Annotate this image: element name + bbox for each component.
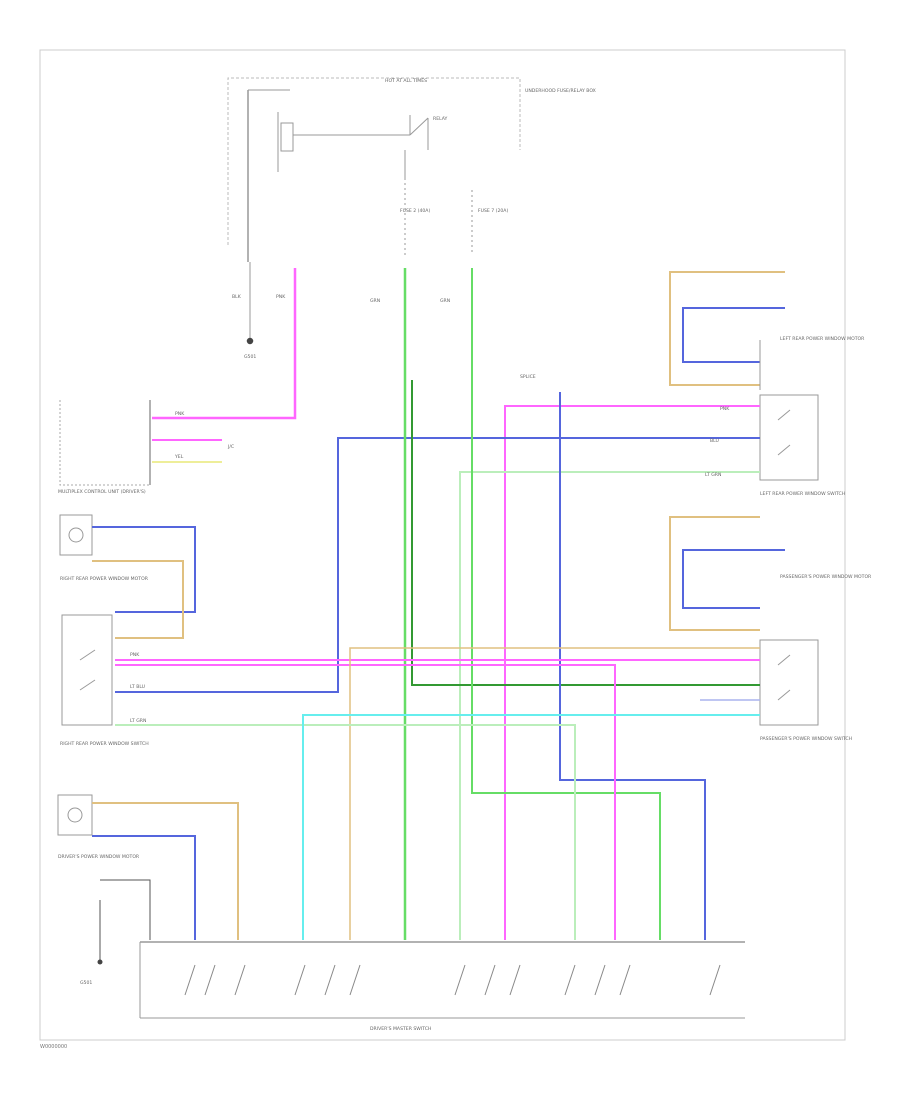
wire-green-fuse-b: [471, 268, 661, 940]
wire-label-pink-lr: PNK: [720, 406, 730, 412]
relay-box-labels: HOT AT ALL TIMES UNDERHOOD FUSE/RELAY BO…: [385, 78, 596, 214]
master-switch-label: DRIVER'S MASTER SWITCH: [370, 1026, 431, 1032]
wire-label-blue-lr: BLU: [710, 438, 719, 444]
wire-tan-driver: [92, 802, 239, 940]
relay-label: RELAY: [433, 116, 448, 122]
wire-black-master: [100, 879, 151, 940]
right-rear-motor: [59, 514, 93, 556]
wire-label-pink-rr: PNK: [130, 652, 140, 658]
wire-blue-main: [115, 437, 760, 693]
wire-label-yellow: YEL: [174, 454, 184, 460]
footer-code: W0000000: [40, 1044, 68, 1050]
passenger-switch-label: PASSENGER'S POWER WINDOW SWITCH: [760, 736, 852, 742]
multiplex-unit-box: [59, 400, 151, 486]
right-rear-motor-label: RIGHT REAR POWER WINDOW MOTOR: [60, 576, 149, 582]
wire-lightgreen-lr: [459, 471, 760, 940]
relay-box-section: [227, 77, 521, 262]
wire-label-grn-b: GRN: [440, 298, 450, 304]
left-rear-motor: [669, 271, 785, 390]
master-switch: [139, 941, 745, 1019]
fuse-a-label: FUSE 2 (40A): [400, 208, 430, 214]
wire-label-grn-a: GRN: [370, 298, 380, 304]
wire-pink-rr2: [115, 664, 616, 940]
diagram-frame: [39, 49, 846, 1041]
left-rear-switch: [759, 394, 819, 481]
wire-cyan: [302, 714, 760, 940]
wire-label-ltblu-rr: LT BLU: [130, 684, 145, 690]
wire-label-ltgrn-lr: LT GRN: [705, 472, 721, 478]
wire-label-blk-top: BLK: [232, 294, 242, 300]
passenger-switch: [759, 639, 819, 726]
ground-icon: [97, 959, 103, 965]
ground-icon: [246, 262, 254, 345]
fuse-b-label: FUSE 7 (20A): [478, 208, 508, 214]
wire-label-ltgrn-rr: LT GRN: [130, 718, 146, 724]
wire-tan-rr-motor: [92, 560, 184, 639]
wire-label-pink: PNK: [175, 411, 185, 417]
left-rear-motor-label: LEFT REAR POWER WINDOW MOTOR: [780, 336, 865, 342]
switch-icon: [184, 964, 721, 996]
hot-at-all-times-label: HOT AT ALL TIMES: [385, 78, 427, 84]
wire-blue-rr-motor: [92, 526, 196, 613]
wire-blue-vertical: [559, 392, 706, 940]
relay-box-label: UNDERHOOD FUSE/RELAY BOX: [525, 88, 596, 94]
wire-lightgreen-rr: [115, 724, 576, 940]
wire-blue-driver: [92, 835, 196, 940]
right-rear-switch-label: RIGHT REAR POWER WINDOW SWITCH: [60, 741, 149, 747]
wire-pink-top: [152, 268, 297, 420]
joint-label: J/C: [227, 444, 234, 450]
wire-pink-main: [504, 405, 760, 940]
passenger-motor-label: PASSENGER'S POWER WINDOW MOTOR: [780, 574, 872, 580]
driver-motor-label: DRIVER'S POWER WINDOW MOTOR: [58, 854, 140, 860]
wire-green-fuse-a2: [411, 380, 760, 686]
driver-motor: [57, 794, 93, 836]
left-rear-switch-label: LEFT REAR POWER WINDOW SWITCH: [760, 491, 845, 497]
passenger-motor: [669, 516, 785, 631]
splice-label: SPLICE: [520, 374, 536, 380]
ground-label: G501: [244, 354, 256, 360]
wire-tan-main: [349, 647, 760, 940]
ground-label-bottom: G501: [80, 980, 92, 986]
multiplex-unit-label: MULTIPLEX CONTROL UNIT (DRIVER'S): [58, 489, 146, 495]
wire-label-pink-top: PNK: [276, 294, 286, 300]
right-rear-switch: [61, 614, 113, 726]
